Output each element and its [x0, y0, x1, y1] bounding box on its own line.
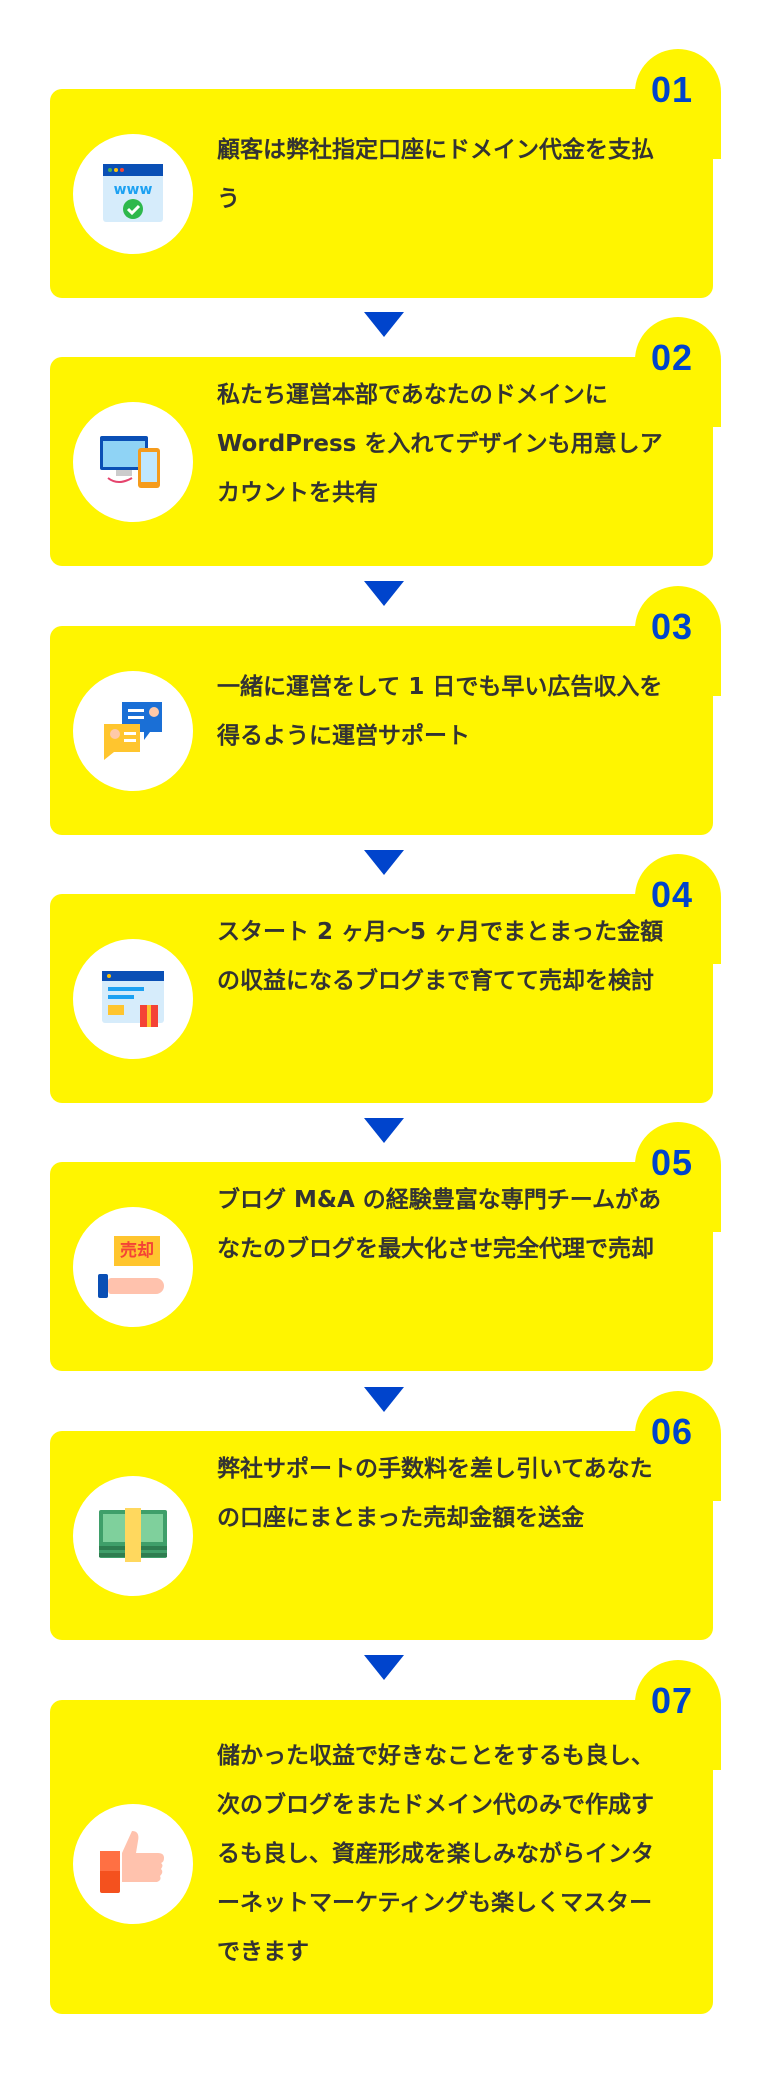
step-number: 01: [650, 69, 694, 110]
step-text: 一緒に運営をして 1 日でも早い広告収入を得るように運営サポート: [217, 674, 663, 749]
down-arrow-icon: [364, 1118, 404, 1143]
step-7: 07 儲かった収益で好きなことをするも良し、次のブログをまたドメイン代のみで作成…: [50, 1660, 721, 2014]
step-5: 05 売却 ブログ M&A の経験豊富な専門チームがあなたのブログを最大化させ完…: [50, 1122, 721, 1371]
step-number: 06: [650, 1411, 694, 1452]
step-text: 弊社サポートの手数料を差し引いてあなたの口座にまとまった売却金額を送金: [217, 1456, 653, 1531]
devices-design-icon: [100, 436, 160, 488]
step-6: 06 弊社サポートの手数料を差し引いてあなたの口座にまとまった売却金額を送金: [50, 1391, 721, 1640]
step-2: 02 私たち運営本部であなたのドメインにWordPress を入れてデザインも用…: [50, 317, 721, 566]
step-1: 01 www 顧客は弊社指定口座にドメイン代金を支払う: [50, 49, 721, 298]
icon-circle: [73, 1804, 193, 1924]
step-text: 私たち運営本部であなたのドメインにWordPress を入れてデザインも用意しア…: [217, 382, 663, 506]
step-text: 儲かった収益で好きなことをするも良し、次のブログをまたドメイン代のみで作成するも…: [217, 1743, 654, 1965]
step-text: スタート 2 ヶ月〜5 ヶ月でまとまった金額の収益になるブログまで育てて売却を検…: [217, 919, 664, 994]
down-arrow-icon: [364, 1387, 404, 1412]
icon-circle: www: [73, 134, 193, 254]
step-number: 03: [650, 606, 694, 647]
sale-label: 売却: [114, 1236, 160, 1266]
step-text: 顧客は弊社指定口座にドメイン代金を支払う: [217, 137, 654, 212]
money-bundle-icon: [99, 1508, 167, 1562]
icon-circle: 売却: [73, 1207, 193, 1327]
step-text: ブログ M&A の経験豊富な専門チームがあなたのブログを最大化させ完全代理で売却: [217, 1187, 662, 1262]
thumbs-up-icon: [100, 1831, 164, 1893]
step-3: 03 一緒に運営をして 1 日でも早い広告収入を得るように運営サポート: [50, 586, 721, 835]
step-4: 04 スタート 2 ヶ月〜5 ヶ月でまとまった金額の収益になるブログまで育てて売…: [50, 854, 721, 1103]
down-arrow-icon: [364, 312, 404, 337]
down-arrow-icon: [364, 850, 404, 875]
down-arrow-icon: [364, 1655, 404, 1680]
step-number: 04: [650, 874, 694, 915]
icon-circle: [73, 939, 193, 1059]
svg-text:www: www: [114, 182, 153, 198]
step-number: 02: [650, 337, 694, 378]
down-arrow-icon: [364, 581, 404, 606]
blog-growth-icon: [102, 971, 164, 1027]
sale-hand-icon: 売却: [98, 1234, 168, 1300]
icon-circle: [73, 1476, 193, 1596]
step-number: 05: [650, 1142, 694, 1183]
icon-circle: [73, 402, 193, 522]
icon-circle: [73, 671, 193, 791]
chat-support-icon: [104, 702, 162, 760]
www-check-icon: www: [103, 164, 163, 222]
step-number: 07: [650, 1680, 694, 1721]
